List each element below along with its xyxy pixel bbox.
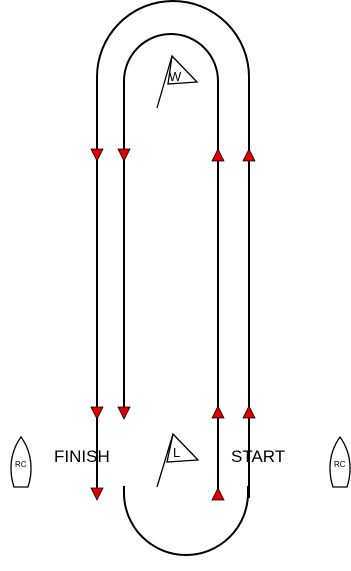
arrow-inner-left-down-lower xyxy=(117,406,131,420)
windward-flag-cloth xyxy=(167,54,199,85)
committee-boat-right: RC xyxy=(329,435,351,488)
leeward-flag-cloth xyxy=(166,432,200,463)
arrow-inner-right-up-upper xyxy=(211,148,225,162)
arrow-outer-right-up-upper xyxy=(242,148,256,162)
windward-mark-flag: W xyxy=(156,54,199,109)
direction-arrows xyxy=(90,148,256,501)
leeward-flag-letter: L xyxy=(173,445,180,460)
committee-boat-right-label: RC xyxy=(334,460,346,469)
arrow-start-up xyxy=(211,487,225,501)
leeward-mark-flag: L xyxy=(156,432,200,488)
committee-boat-left: RC xyxy=(10,435,32,488)
leeward-flag-pole xyxy=(156,433,174,488)
committee-boat-left-hull xyxy=(10,435,32,488)
windward-flag-pole xyxy=(156,55,173,109)
finish-label: FINISH xyxy=(54,447,110,466)
windward-flag-letter: W xyxy=(169,69,182,84)
arrow-outer-right-up-lower xyxy=(242,405,256,419)
start-label: START xyxy=(231,447,285,466)
inner-windward-loop xyxy=(123,33,219,498)
outer-windward-loop xyxy=(96,0,250,498)
committee-boat-right-hull xyxy=(329,435,351,488)
arrow-outer-left-down-upper xyxy=(90,148,104,162)
leeward-loop xyxy=(123,486,249,556)
committee-boat-left-label: RC xyxy=(15,460,27,469)
arrow-outer-left-down-lower xyxy=(90,406,104,420)
arrow-inner-left-down-upper xyxy=(117,148,131,162)
arrow-inner-right-up-lower xyxy=(211,405,225,419)
arrow-finish-down xyxy=(90,487,104,501)
